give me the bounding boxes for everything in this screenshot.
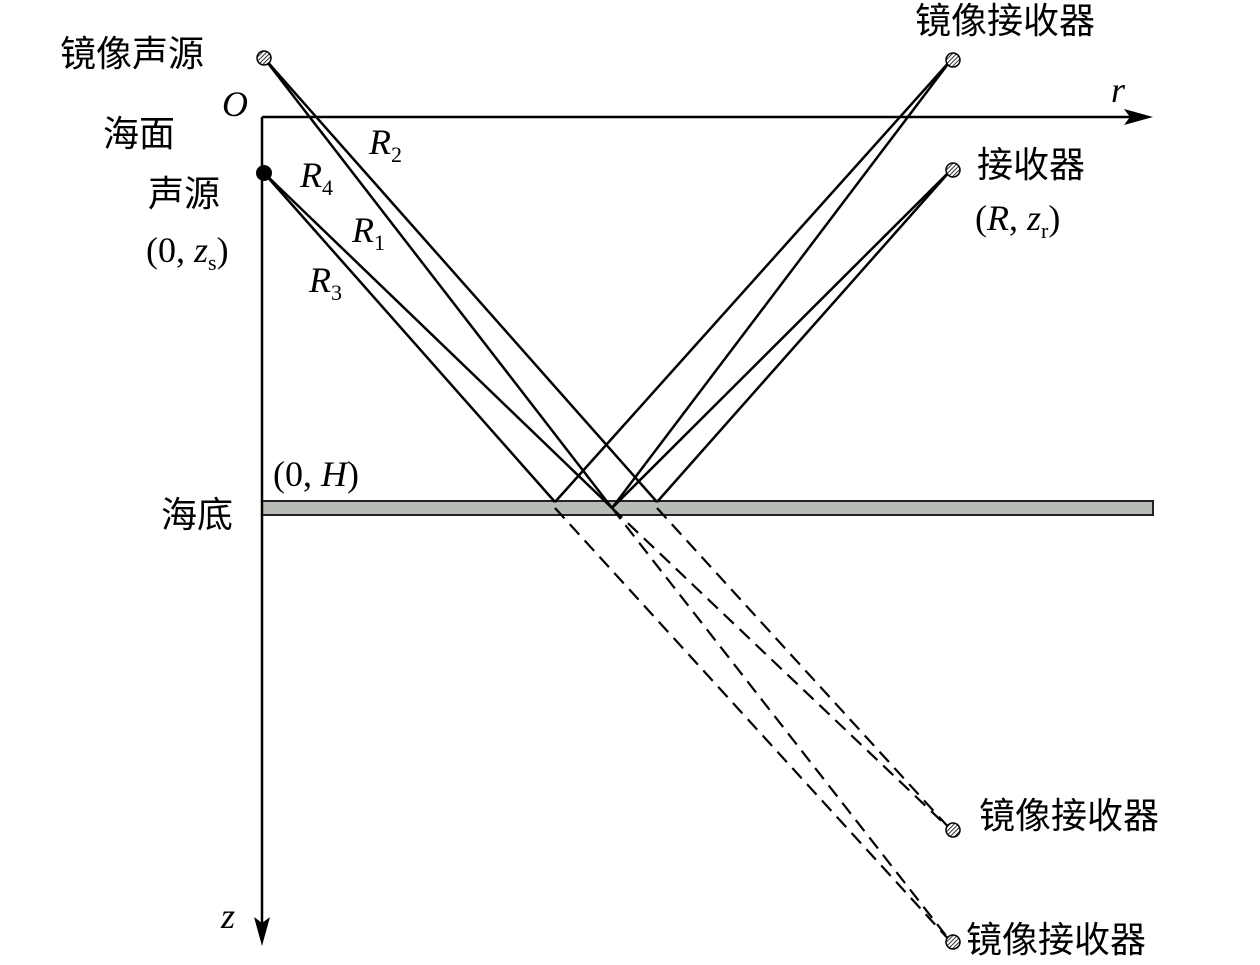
seabed-label: 海底 <box>161 495 234 536</box>
image-receiver-low-point-icon <box>945 934 961 950</box>
image-receiver-low-label: 镜像接收器 <box>966 920 1147 961</box>
ray-up-receiver-a <box>611 169 952 509</box>
ray-r2-down <box>263 57 613 509</box>
path-r1-label: R1 <box>352 210 385 255</box>
solid-rays <box>263 57 952 509</box>
dash-to-mid-b <box>656 507 952 831</box>
source-coord-label: (0, zs) <box>146 230 229 275</box>
origin-label: O <box>222 84 248 124</box>
image-source-point-icon <box>256 50 272 66</box>
ray-up-image-receiver-b <box>611 59 952 509</box>
bottom-coord-label: (0, H) <box>273 454 359 494</box>
image-receiver-mid-point-icon <box>945 822 961 838</box>
path-r2-label: R2 <box>369 122 402 167</box>
r-axis-label: r <box>1111 70 1126 110</box>
dash-to-low-a <box>554 507 952 943</box>
ray-up-receiver-b <box>656 169 952 503</box>
z-axis-label: z <box>221 896 236 936</box>
dash-to-low-b <box>611 507 952 943</box>
ray-up-image-receiver-a <box>554 59 952 503</box>
image-receiver-mid-label: 镜像接收器 <box>979 796 1160 837</box>
ray-r4-down <box>263 172 613 509</box>
source-point-icon <box>256 165 272 181</box>
image-receiver-top-point-icon <box>945 52 961 68</box>
r-axis-arrow-icon <box>1124 109 1153 125</box>
ray-r2-alt <box>263 57 658 503</box>
path-r3-label: R3 <box>309 260 342 305</box>
image-source-label: 镜像声源 <box>60 34 205 75</box>
receiver-coord-label: (R, zr) <box>975 198 1061 243</box>
ray-r3-down <box>263 172 556 503</box>
path-r4-label: R4 <box>300 155 333 200</box>
dashed-rays <box>554 507 952 943</box>
sea-surface-label: 海面 <box>103 114 176 155</box>
receiver-label: 接收器 <box>977 145 1086 186</box>
z-axis-arrow-icon <box>254 917 270 946</box>
dash-to-mid-a <box>611 507 952 831</box>
seabed-strip <box>261 500 1154 516</box>
receiver-point-icon <box>945 162 961 178</box>
source-label: 声源 <box>148 174 221 215</box>
image-receiver-top-label: 镜像接收器 <box>915 1 1096 42</box>
